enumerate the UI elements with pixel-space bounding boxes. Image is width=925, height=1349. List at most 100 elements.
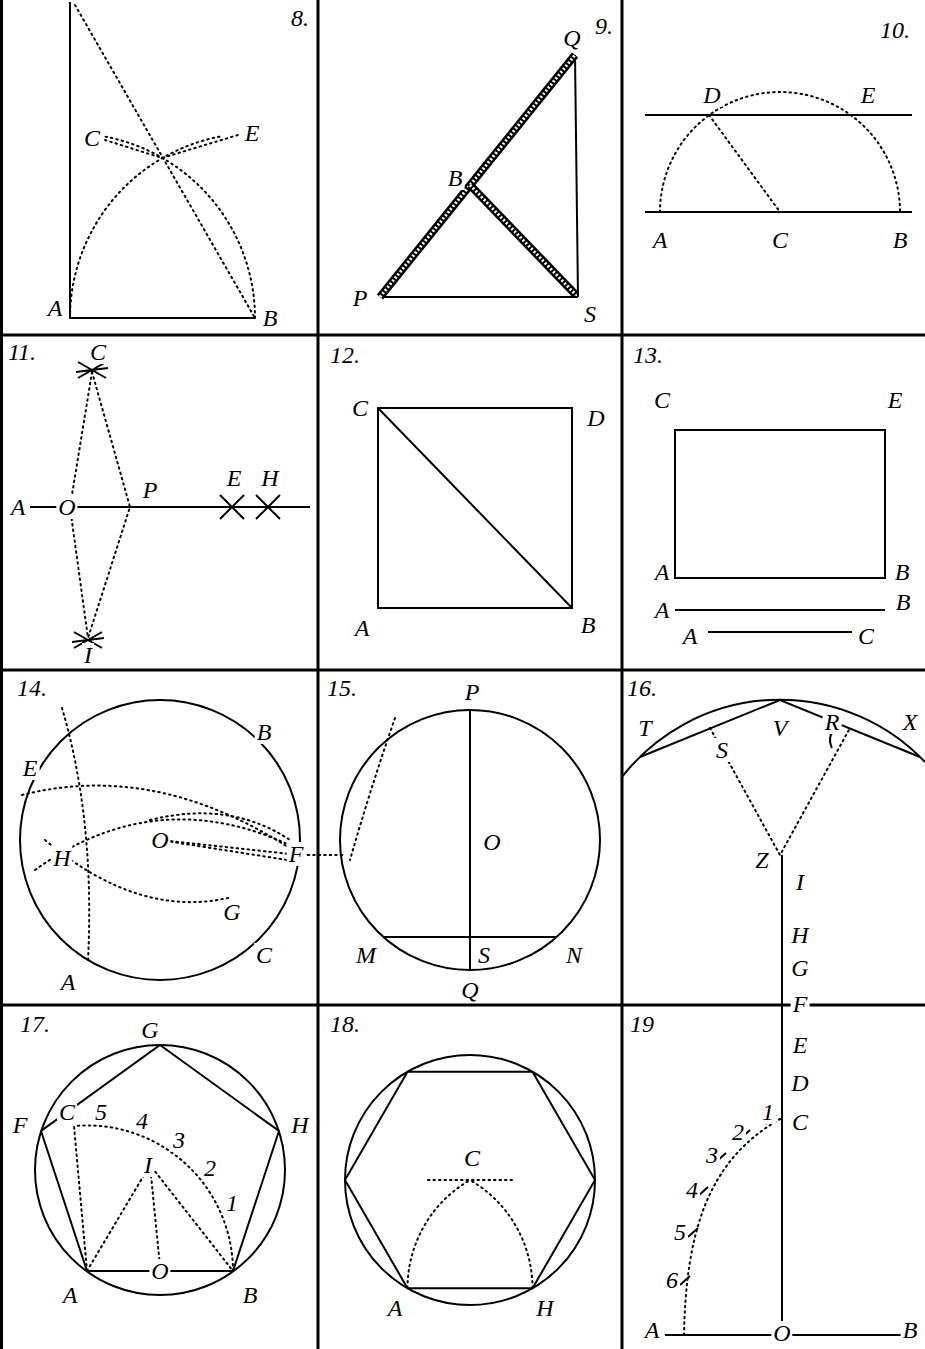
point-label: X xyxy=(901,710,920,734)
point-label: C xyxy=(57,1100,77,1124)
point-label: V xyxy=(771,716,790,740)
point-label: H xyxy=(534,1296,555,1320)
point-label: A xyxy=(59,970,78,994)
figure-17 xyxy=(74,1125,233,1271)
point-label: 15. xyxy=(325,676,359,700)
point-label: T xyxy=(636,716,653,740)
point-label: P xyxy=(463,680,482,704)
figure-15 xyxy=(350,718,395,860)
figure-14 xyxy=(20,700,300,980)
figure-9 xyxy=(575,55,578,297)
point-label: B xyxy=(894,590,913,614)
figure-8 xyxy=(69,2,71,318)
point-label: Q xyxy=(459,978,480,1002)
figure-9 xyxy=(380,55,578,297)
figure-8 xyxy=(70,317,255,319)
figure-8 xyxy=(70,2,255,318)
point-label: A xyxy=(386,1296,405,1320)
figure-17 xyxy=(35,1045,285,1295)
figure-18 xyxy=(345,1055,595,1305)
figure-19 xyxy=(680,1115,782,1335)
point-label: O xyxy=(56,495,77,519)
figure-12 xyxy=(378,408,572,608)
figure-18 xyxy=(470,1180,533,1288)
figure-11 xyxy=(76,362,108,378)
point-label: 10. xyxy=(878,18,912,42)
point-label: E xyxy=(886,388,905,412)
point-label: S xyxy=(476,943,492,967)
figure-8 xyxy=(105,135,238,158)
figure-18 xyxy=(345,1055,595,1305)
point-label: A xyxy=(353,616,372,640)
figure-10 xyxy=(645,211,912,213)
figure-12 xyxy=(378,408,572,608)
figure-17 xyxy=(87,1165,233,1271)
figure-17 xyxy=(150,1165,160,1266)
point-label: 13. xyxy=(631,343,665,367)
figure-18 xyxy=(345,1072,595,1289)
point-label: B xyxy=(241,1283,260,1307)
point-label: 1 xyxy=(760,1100,776,1124)
point-label: B xyxy=(893,560,912,584)
point-label: 4 xyxy=(684,1178,700,1202)
panel-grid xyxy=(0,334,925,337)
figure-8 xyxy=(102,136,255,318)
figure-8 xyxy=(70,136,223,318)
point-label: C xyxy=(462,1146,482,1170)
figure-19 xyxy=(680,1115,776,1285)
figure-11 xyxy=(30,362,310,648)
point-label: Z xyxy=(753,848,770,872)
figure-13 xyxy=(675,609,885,611)
figure-9 xyxy=(380,55,575,297)
point-label: I xyxy=(794,870,806,894)
point-label: G xyxy=(221,900,242,924)
point-label: A xyxy=(653,560,672,584)
point-label: A xyxy=(46,296,65,320)
point-label: H xyxy=(789,923,810,947)
point-label: H xyxy=(51,846,72,870)
point-label: C xyxy=(790,1110,810,1134)
point-label: G xyxy=(789,956,810,980)
point-label: 9. xyxy=(593,14,615,38)
point-label: 5 xyxy=(672,1220,688,1244)
point-label: 2 xyxy=(202,1156,218,1180)
figure-18 xyxy=(428,1179,515,1181)
figure-14 xyxy=(20,700,345,980)
figure-10 xyxy=(709,115,780,212)
figure-17 xyxy=(41,1045,279,1271)
figure-16 xyxy=(710,728,850,855)
point-label: B xyxy=(891,228,910,252)
point-label: E xyxy=(225,466,244,490)
point-label: 19 xyxy=(628,1012,656,1036)
point-label: A xyxy=(9,495,28,519)
point-label: O xyxy=(149,1259,170,1283)
point-label: 17. xyxy=(18,1012,52,1036)
figure-15 xyxy=(469,710,471,970)
figure-8 xyxy=(75,5,255,318)
panel-grid xyxy=(0,669,925,672)
point-label: O xyxy=(149,828,170,852)
figure-18 xyxy=(408,1180,471,1288)
point-label: N xyxy=(564,943,584,967)
point-label: A xyxy=(61,1283,80,1307)
point-label: A xyxy=(653,598,672,622)
point-label: P xyxy=(351,286,370,310)
point-label: C xyxy=(856,624,876,648)
figure-10 xyxy=(645,92,912,212)
figure-14 xyxy=(62,708,89,960)
point-label: 16. xyxy=(625,676,659,700)
figure-13 xyxy=(708,631,852,633)
point-label: B xyxy=(261,306,280,330)
point-label: C xyxy=(254,943,274,967)
figure-16 xyxy=(622,700,925,855)
point-label: B xyxy=(255,720,274,744)
point-label: A xyxy=(681,624,700,648)
figure-11 xyxy=(88,372,130,638)
point-label: 4 xyxy=(134,1109,150,1133)
point-label: H xyxy=(259,466,280,490)
figure-15 xyxy=(383,936,557,938)
figure-15 xyxy=(340,710,600,970)
figure-9 xyxy=(380,296,578,298)
